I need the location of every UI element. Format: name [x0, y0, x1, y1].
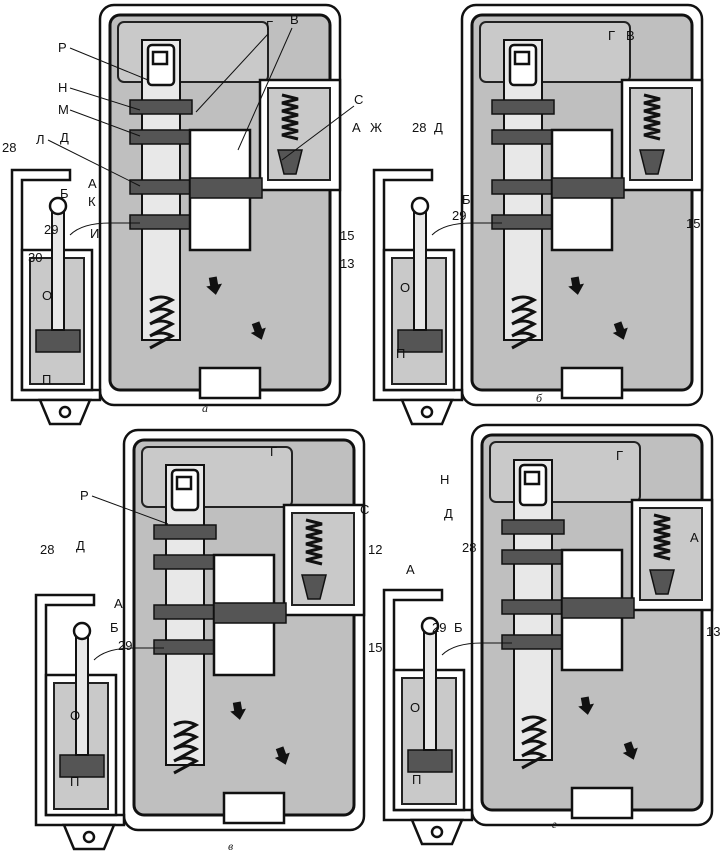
label-v: В — [626, 28, 635, 43]
label-v: В — [290, 12, 299, 27]
label-b: Б — [454, 620, 463, 635]
label-d: Д — [60, 130, 69, 145]
label-a2: А — [114, 596, 123, 611]
label-28: 28 — [40, 542, 54, 557]
label-r: Р — [80, 488, 89, 503]
label-s: С — [360, 502, 369, 517]
label-r: Р — [58, 40, 67, 55]
label-p: П — [70, 774, 79, 789]
label-a2: А — [352, 120, 361, 135]
label-n: Н — [440, 472, 449, 487]
label-12: 12 — [368, 542, 382, 557]
label-28: 28 — [2, 140, 16, 155]
label-13: 13 — [706, 624, 720, 639]
label-a: А — [406, 562, 415, 577]
label-m: М — [58, 102, 69, 117]
label-zh: Ж — [370, 120, 382, 135]
label-g: Г — [608, 28, 615, 43]
panel-v: Г Р С 12 А 15 28 Д А Б 29 О П в — [34, 428, 415, 853]
label-i: И — [90, 226, 99, 241]
panel-a: Р Н М Л Д А К Б И Г В С Ж А 15 13 28 29 … — [2, 3, 382, 426]
label-30: 30 — [28, 250, 42, 265]
label-p: П — [396, 346, 405, 361]
label-15: 15 — [686, 216, 700, 231]
label-g: Г — [616, 448, 623, 463]
label-s: С — [354, 92, 363, 107]
label-29: 29 — [44, 222, 58, 237]
label-d: Д — [434, 120, 443, 135]
label-d: Д — [76, 538, 85, 553]
label-a: А — [690, 530, 699, 545]
label-d: Д — [444, 506, 453, 521]
label-g: Г — [270, 444, 277, 459]
label-15: 15 — [340, 228, 354, 243]
label-28: 28 — [412, 120, 426, 135]
caption-g: г — [552, 817, 557, 831]
label-o: О — [400, 280, 410, 295]
label-13: 13 — [340, 256, 354, 271]
caption-a: а — [202, 401, 208, 415]
label-b: Б — [462, 192, 471, 207]
caption-b: б — [536, 391, 543, 405]
label-p: П — [42, 372, 51, 387]
label-28: 28 — [462, 540, 476, 555]
label-g: Г — [266, 18, 273, 33]
label-n: Н — [58, 80, 67, 95]
label-15: 15 — [368, 640, 382, 655]
label-a: А — [88, 176, 97, 191]
panel-g: Н Г Д А 28 29 Б О П 13 г — [382, 423, 720, 846]
label-o: О — [70, 708, 80, 723]
label-b: Б — [60, 186, 69, 201]
label-k: К — [88, 194, 96, 209]
label-29: 29 — [452, 208, 466, 223]
label-l: Л — [36, 132, 45, 147]
label-o: О — [410, 700, 420, 715]
label-29: 29 — [432, 620, 446, 635]
label-o: О — [42, 288, 52, 303]
caption-v: в — [228, 839, 233, 853]
label-29: 29 — [118, 638, 132, 653]
panel-b: Г В 28 Д Б 29 О П 15 б — [372, 3, 704, 426]
label-p: П — [412, 772, 421, 787]
label-b: Б — [110, 620, 119, 635]
